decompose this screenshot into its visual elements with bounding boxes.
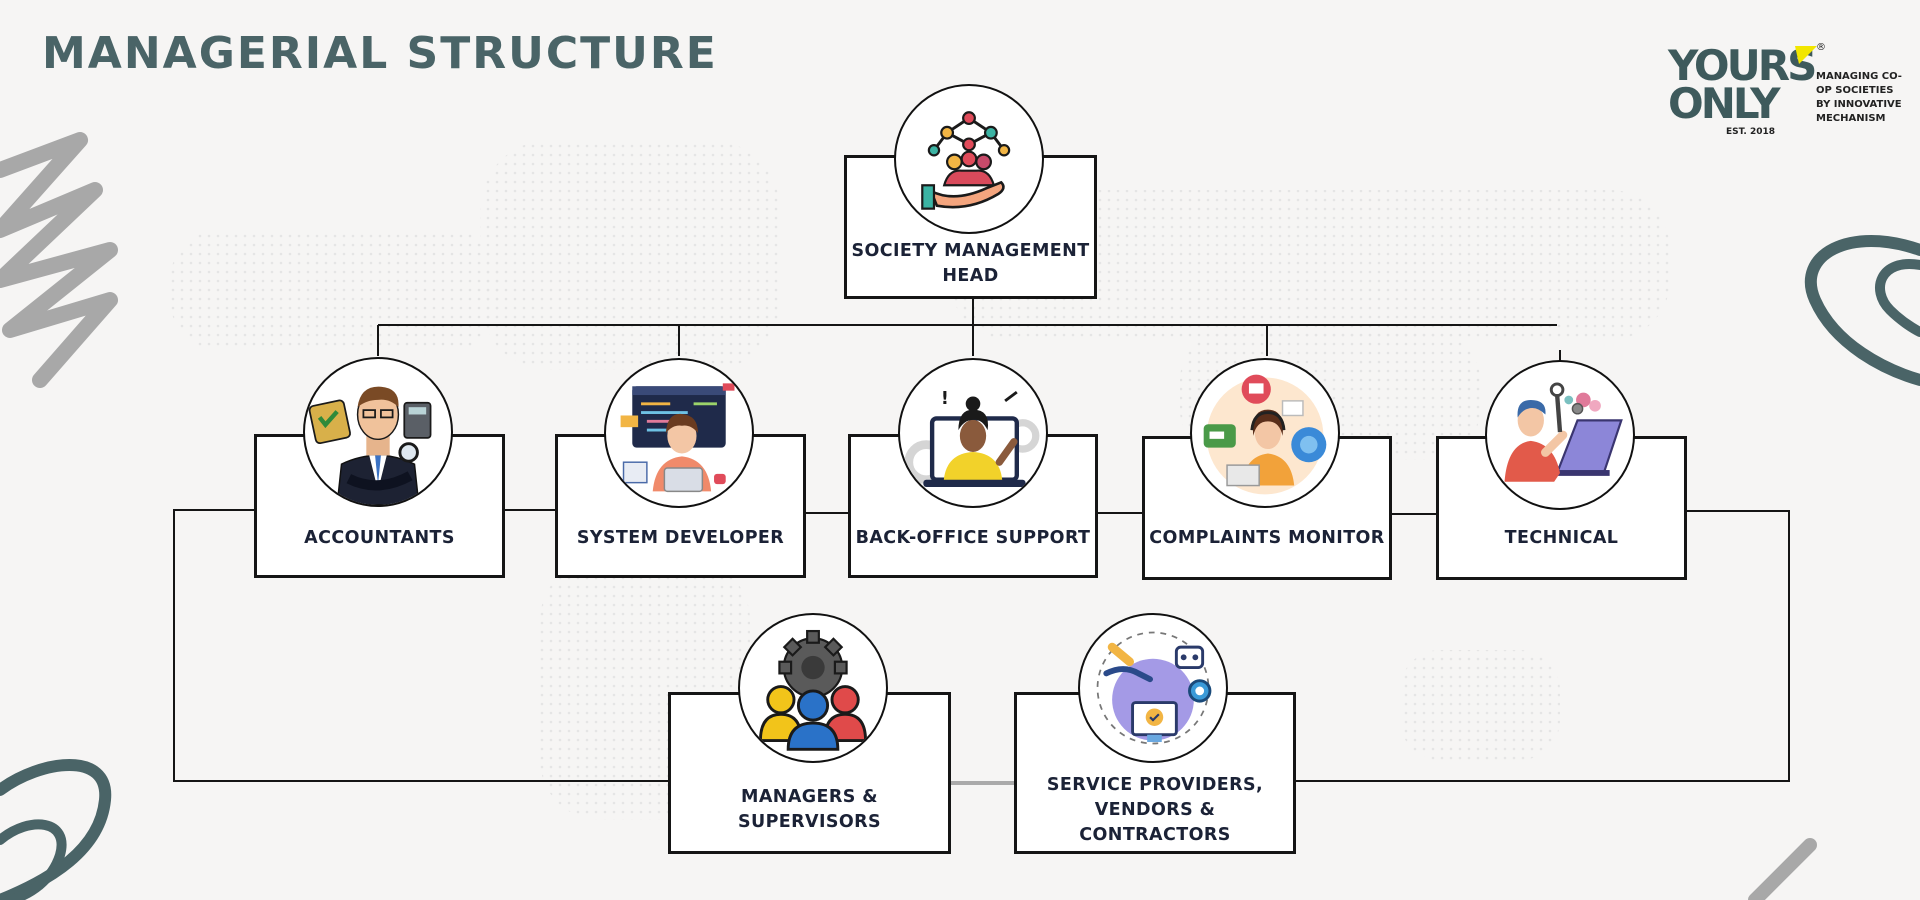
left-loop-line: [173, 509, 669, 782]
teal-swirl-right-inner: [1875, 259, 1920, 337]
logo-registered-mark: ®: [1816, 42, 1826, 53]
gray-stroke-bottom-right: [1748, 838, 1817, 900]
page-title: MANAGERIAL STRUCTURE: [42, 28, 718, 79]
logo-word-yours: YOURS: [1668, 41, 1817, 90]
node-label-accountants: ACCOUNTANTS: [304, 527, 455, 548]
node-label-managers-supervisors: MANAGERS & SUPERVISORS: [737, 787, 882, 832]
developer-icon: [604, 358, 754, 508]
support-agent-icon: !: [898, 358, 1048, 508]
teal-swirl-right: [1804, 235, 1920, 386]
node-label-service-providers: SERVICE PROVIDERS, VENDORS & CONTRACTORS: [1046, 774, 1264, 845]
node-label-complaints-monitor: COMPLAINTS MONITOR: [1149, 527, 1385, 548]
svg-text:!: !: [941, 389, 949, 409]
call-center-icon: [1190, 358, 1340, 508]
yours-only-logo: YOURS ONLY ® MANAGING CO-OP SOCIETIES BY…: [1668, 42, 1908, 147]
node-label-back-office-support: BACK-OFFICE SUPPORT: [855, 527, 1091, 548]
gray-zigzag-scribble: [0, 132, 118, 388]
node-label-society-management-head: SOCIETY MANAGEMENT HEAD: [851, 241, 1090, 286]
logo-word-only: ONLY: [1668, 79, 1780, 128]
team-gear-icon: [738, 613, 888, 763]
node-label-system-developer: SYSTEM DEVELOPER: [576, 527, 785, 548]
logo-tagline: MANAGING CO-OP SOCIETIES BY INNOVATIVE M…: [1816, 71, 1902, 124]
node-label-technical: TECHNICAL: [1504, 527, 1619, 548]
logo-flag-icon: [1795, 46, 1817, 64]
connector-lines: [173, 298, 1790, 785]
service-automation-icon: [1078, 613, 1228, 763]
teal-swirl-left-inner: [0, 819, 67, 900]
community-network-icon: [894, 84, 1044, 234]
logo-established: EST. 2018: [1726, 127, 1776, 137]
right-loop-line: [1296, 510, 1790, 782]
accountant-icon: [303, 357, 453, 507]
technician-icon: [1485, 360, 1635, 510]
